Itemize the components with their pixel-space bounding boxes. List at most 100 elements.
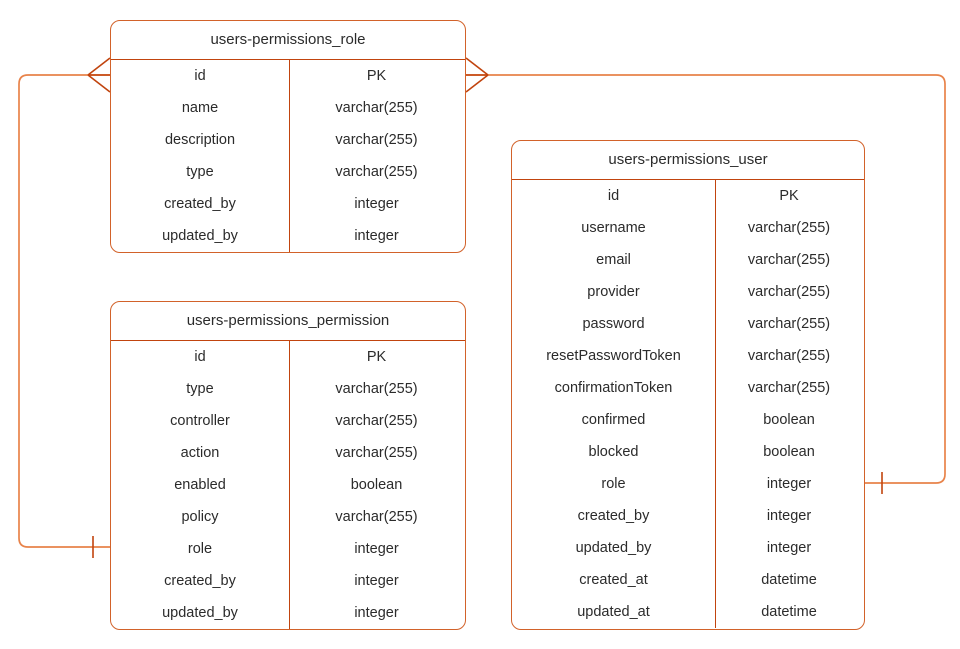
field-row[interactable]: confirmationToken varchar(255) [512,372,864,404]
field-type: integer [354,573,399,589]
field-name: id [607,188,620,204]
entity-title-user: users-permissions_user [512,141,864,180]
field-row[interactable]: created_by integer [512,500,864,532]
field-type: varchar(255) [747,284,831,300]
field-type: integer [766,540,812,556]
field-type: datetime [761,572,817,588]
field-name: updated_by [162,228,238,244]
field-name: updated_at [577,604,650,620]
field-row[interactable]: action varchar(255) [111,437,465,469]
field-type: varchar(255) [747,380,831,396]
field-row[interactable]: enabled boolean [111,469,465,501]
field-type: varchar(255) [747,220,831,236]
entity-role[interactable]: users-permissions_role id PK name varcha… [110,20,466,253]
field-name: username [581,220,646,236]
field-type: varchar(255) [335,413,418,429]
field-row[interactable]: email varchar(255) [512,244,864,276]
field-type: datetime [761,604,817,620]
field-row[interactable]: name varchar(255) [111,92,465,124]
field-row[interactable]: updated_by integer [512,532,864,564]
field-type: varchar(255) [747,316,831,332]
field-type: varchar(255) [747,348,831,364]
field-name: name [181,100,219,116]
field-type: varchar(255) [747,252,831,268]
entity-title-permission: users-permissions_permission [111,302,465,341]
field-name: type [186,381,214,397]
field-name: created_at [579,572,648,588]
field-name: type [186,164,214,180]
field-row[interactable]: updated_by integer [111,220,465,252]
field-type: PK [366,349,387,365]
field-row[interactable]: created_by integer [111,188,465,220]
column-divider-user [715,180,716,628]
field-row[interactable]: controller varchar(255) [111,405,465,437]
column-divider-permission [289,341,290,629]
field-name: controller [170,413,230,429]
field-type: boolean [763,412,815,428]
field-name: provider [587,284,640,300]
field-type: integer [354,541,399,557]
field-type: integer [766,476,812,492]
field-type: PK [366,68,387,84]
field-type: varchar(255) [335,164,418,180]
field-name: created_by [164,573,236,589]
field-name: resetPasswordToken [546,348,681,364]
field-row[interactable]: username varchar(255) [512,212,864,244]
entity-fields-permission: id PK type varchar(255) controller varch… [111,341,465,629]
field-row[interactable]: id PK [111,341,465,373]
field-type: varchar(255) [335,445,418,461]
field-row[interactable]: created_by integer [111,565,465,597]
field-name: id [194,349,206,365]
field-row[interactable]: id PK [512,180,864,212]
field-row[interactable]: blocked boolean [512,436,864,468]
field-type: varchar(255) [335,132,418,148]
field-row[interactable]: policy varchar(255) [111,501,465,533]
field-row[interactable]: provider varchar(255) [512,276,864,308]
field-name: confirmed [581,412,646,428]
field-type: integer [354,196,399,212]
connector-line-role-permission [18,74,110,548]
column-divider-role [289,60,290,252]
entity-permission[interactable]: users-permissions_permission id PK type … [110,301,466,630]
field-name: updated_by [162,605,238,621]
crows-foot-icon-role-right [465,57,489,93]
field-name: updated_by [575,540,652,556]
entity-user[interactable]: users-permissions_user id PK username va… [511,140,865,630]
field-type: boolean [763,444,815,460]
field-name: created_by [577,508,650,524]
field-type: varchar(255) [335,100,418,116]
field-name: blocked [588,444,639,460]
field-row[interactable]: created_at datetime [512,564,864,596]
field-row[interactable]: description varchar(255) [111,124,465,156]
field-name: id [194,68,206,84]
field-row[interactable]: updated_by integer [111,597,465,629]
field-type: integer [354,605,399,621]
field-row[interactable]: confirmed boolean [512,404,864,436]
field-name: confirmationToken [554,380,673,396]
field-row[interactable]: id PK [111,60,465,92]
field-name: password [582,316,645,332]
entity-fields-role: id PK name varchar(255) description varc… [111,60,465,252]
field-type: PK [779,188,799,204]
crows-foot-icon-role-left [87,57,111,93]
field-name: policy [181,509,219,525]
field-row[interactable]: role integer [512,468,864,500]
field-name: email [596,252,631,268]
field-name: created_by [164,196,236,212]
field-type: integer [354,228,399,244]
relationship-role-to-permission[interactable] [18,57,111,558]
field-name: description [164,132,236,148]
field-row[interactable]: resetPasswordToken varchar(255) [512,340,864,372]
field-row[interactable]: type varchar(255) [111,156,465,188]
entity-fields-user: id PK username varchar(255) email varcha… [512,180,864,628]
field-type: varchar(255) [335,381,418,397]
field-row[interactable]: updated_at datetime [512,596,864,628]
field-type: integer [766,508,812,524]
field-row[interactable]: role integer [111,533,465,565]
field-name: role [187,541,213,557]
field-row[interactable]: password varchar(255) [512,308,864,340]
field-type: varchar(255) [335,509,418,525]
field-row[interactable]: type varchar(255) [111,373,465,405]
field-type: boolean [350,477,403,493]
